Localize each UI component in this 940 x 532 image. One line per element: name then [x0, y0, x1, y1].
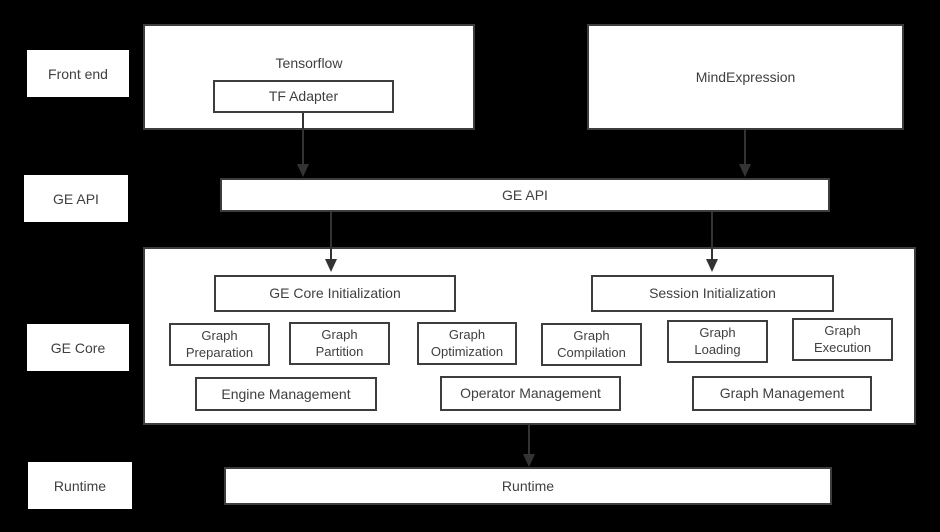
tensorflow-box: Tensorflow TF Adapter: [143, 24, 475, 130]
graph-optimization-label: Graph Optimization: [430, 326, 504, 359]
row-label-front-end-text: Front end: [48, 65, 108, 82]
arrow-mindexpression-to-ge-api: [739, 130, 751, 177]
graph-partition-label: Graph Partition: [315, 326, 364, 359]
arrow-down-icon: [325, 259, 337, 272]
row-label-front-end: Front end: [27, 50, 129, 97]
row-label-ge-core-text: GE Core: [50, 339, 106, 356]
ge-core-initialization-label: GE Core Initialization: [269, 285, 401, 302]
arrow-shaft: [711, 212, 713, 260]
graph-compilation-label: Graph Compilation: [557, 327, 626, 360]
tf-adapter-label: TF Adapter: [268, 88, 339, 105]
arrow-down-icon: [297, 164, 309, 177]
graph-preparation-box: Graph Preparation: [169, 323, 270, 366]
graph-execution-label: Graph Execution: [813, 322, 872, 355]
mindexpression-label: MindExpression: [695, 68, 796, 85]
row-label-ge-api-text: GE API: [53, 190, 99, 207]
graph-loading-label: Graph Loading: [694, 324, 741, 357]
operator-management-box: Operator Management: [440, 376, 621, 411]
arrow-tf-adapter-to-ge-api: [297, 113, 309, 177]
runtime-label: Runtime: [501, 477, 555, 494]
session-initialization-label: Session Initialization: [649, 285, 776, 302]
arrow-shaft: [528, 425, 530, 455]
graph-optimization-box: Graph Optimization: [417, 322, 517, 365]
tensorflow-label: Tensorflow: [275, 55, 343, 71]
arrow-shaft: [744, 130, 746, 165]
operator-management-label: Operator Management: [460, 385, 601, 402]
graph-compilation-box: Graph Compilation: [541, 323, 642, 366]
arrow-shaft: [330, 212, 332, 260]
row-label-ge-core: GE Core: [27, 324, 129, 371]
arrow-down-icon: [706, 259, 718, 272]
graph-management-label: Graph Management: [719, 385, 845, 402]
ge-core-box: GE Core Initialization Session Initializ…: [143, 247, 916, 425]
graph-execution-box: Graph Execution: [792, 318, 893, 361]
graph-management-box: Graph Management: [692, 376, 872, 411]
arrow-ge-core-to-runtime: [523, 425, 535, 467]
mindexpression-box: MindExpression: [587, 24, 904, 130]
row-label-runtime-text: Runtime: [53, 477, 107, 494]
graph-loading-box: Graph Loading: [667, 320, 768, 363]
arrow-ge-api-to-session-initialization: [706, 212, 718, 272]
arrow-down-icon: [523, 454, 535, 467]
ge-core-initialization-box: GE Core Initialization: [214, 275, 456, 312]
session-initialization-box: Session Initialization: [591, 275, 834, 312]
graph-partition-box: Graph Partition: [289, 322, 390, 365]
arrow-ge-api-to-ge-core-initialization: [325, 212, 337, 272]
graph-preparation-label: Graph Preparation: [185, 327, 254, 360]
row-label-ge-api: GE API: [24, 175, 128, 222]
engine-management-label: Engine Management: [221, 385, 351, 402]
runtime-box: Runtime: [224, 467, 832, 505]
row-label-runtime: Runtime: [28, 462, 132, 509]
arrow-shaft: [302, 113, 304, 165]
arrow-down-icon: [739, 164, 751, 177]
tf-adapter-box: TF Adapter: [213, 80, 394, 113]
ge-api-box: GE API: [220, 178, 830, 212]
ge-api-label: GE API: [502, 186, 548, 203]
engine-management-box: Engine Management: [195, 377, 377, 411]
